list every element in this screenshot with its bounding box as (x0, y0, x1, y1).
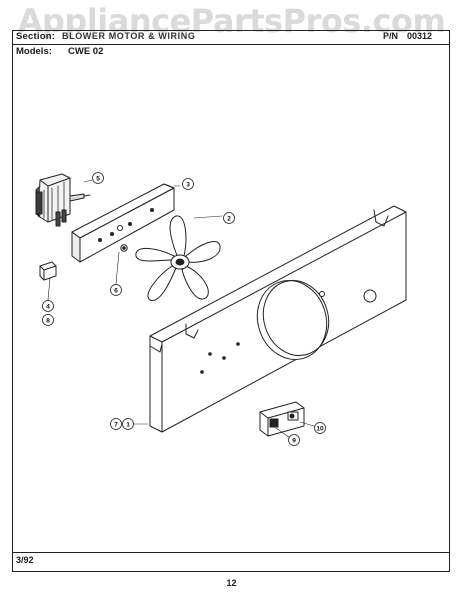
blower-motor (35, 173, 91, 227)
part-number-value: 00312 (407, 31, 433, 41)
section-title: BLOWER MOTOR & WIRING (62, 31, 196, 41)
fan-blade (135, 215, 221, 301)
callout-5: 5 (96, 176, 100, 183)
models-label: Models: (16, 46, 52, 57)
thermal-switch (259, 401, 305, 437)
blower-housing-panel (149, 205, 407, 433)
header-divider (12, 44, 450, 45)
callout-circles (42, 172, 326, 446)
leader-lines (47, 179, 315, 439)
callout-4: 4 (46, 304, 50, 311)
callout-3: 3 (186, 182, 190, 189)
sheet-number: 12 (226, 578, 237, 588)
section-label: Section: (16, 31, 56, 42)
revision-date: 3/92 (16, 555, 34, 565)
callout-9: 9 (292, 438, 296, 445)
callout-2: 2 (227, 216, 231, 223)
callout-7: 7 (114, 422, 118, 429)
callout-1: 1 (126, 422, 130, 429)
models-value: CWE 02 (68, 46, 104, 57)
fan-nut (120, 244, 128, 252)
callout-8: 8 (46, 318, 50, 325)
callout-6: 6 (114, 288, 118, 295)
motor-bracket (71, 183, 175, 263)
diagram-frame (12, 30, 450, 572)
callout-10: 10 (316, 426, 324, 433)
footer-divider (12, 552, 450, 553)
part-number-label: P/N (383, 31, 399, 41)
mounting-clip (39, 261, 57, 281)
watermark: AppliancePartsPros.com (17, 2, 446, 40)
